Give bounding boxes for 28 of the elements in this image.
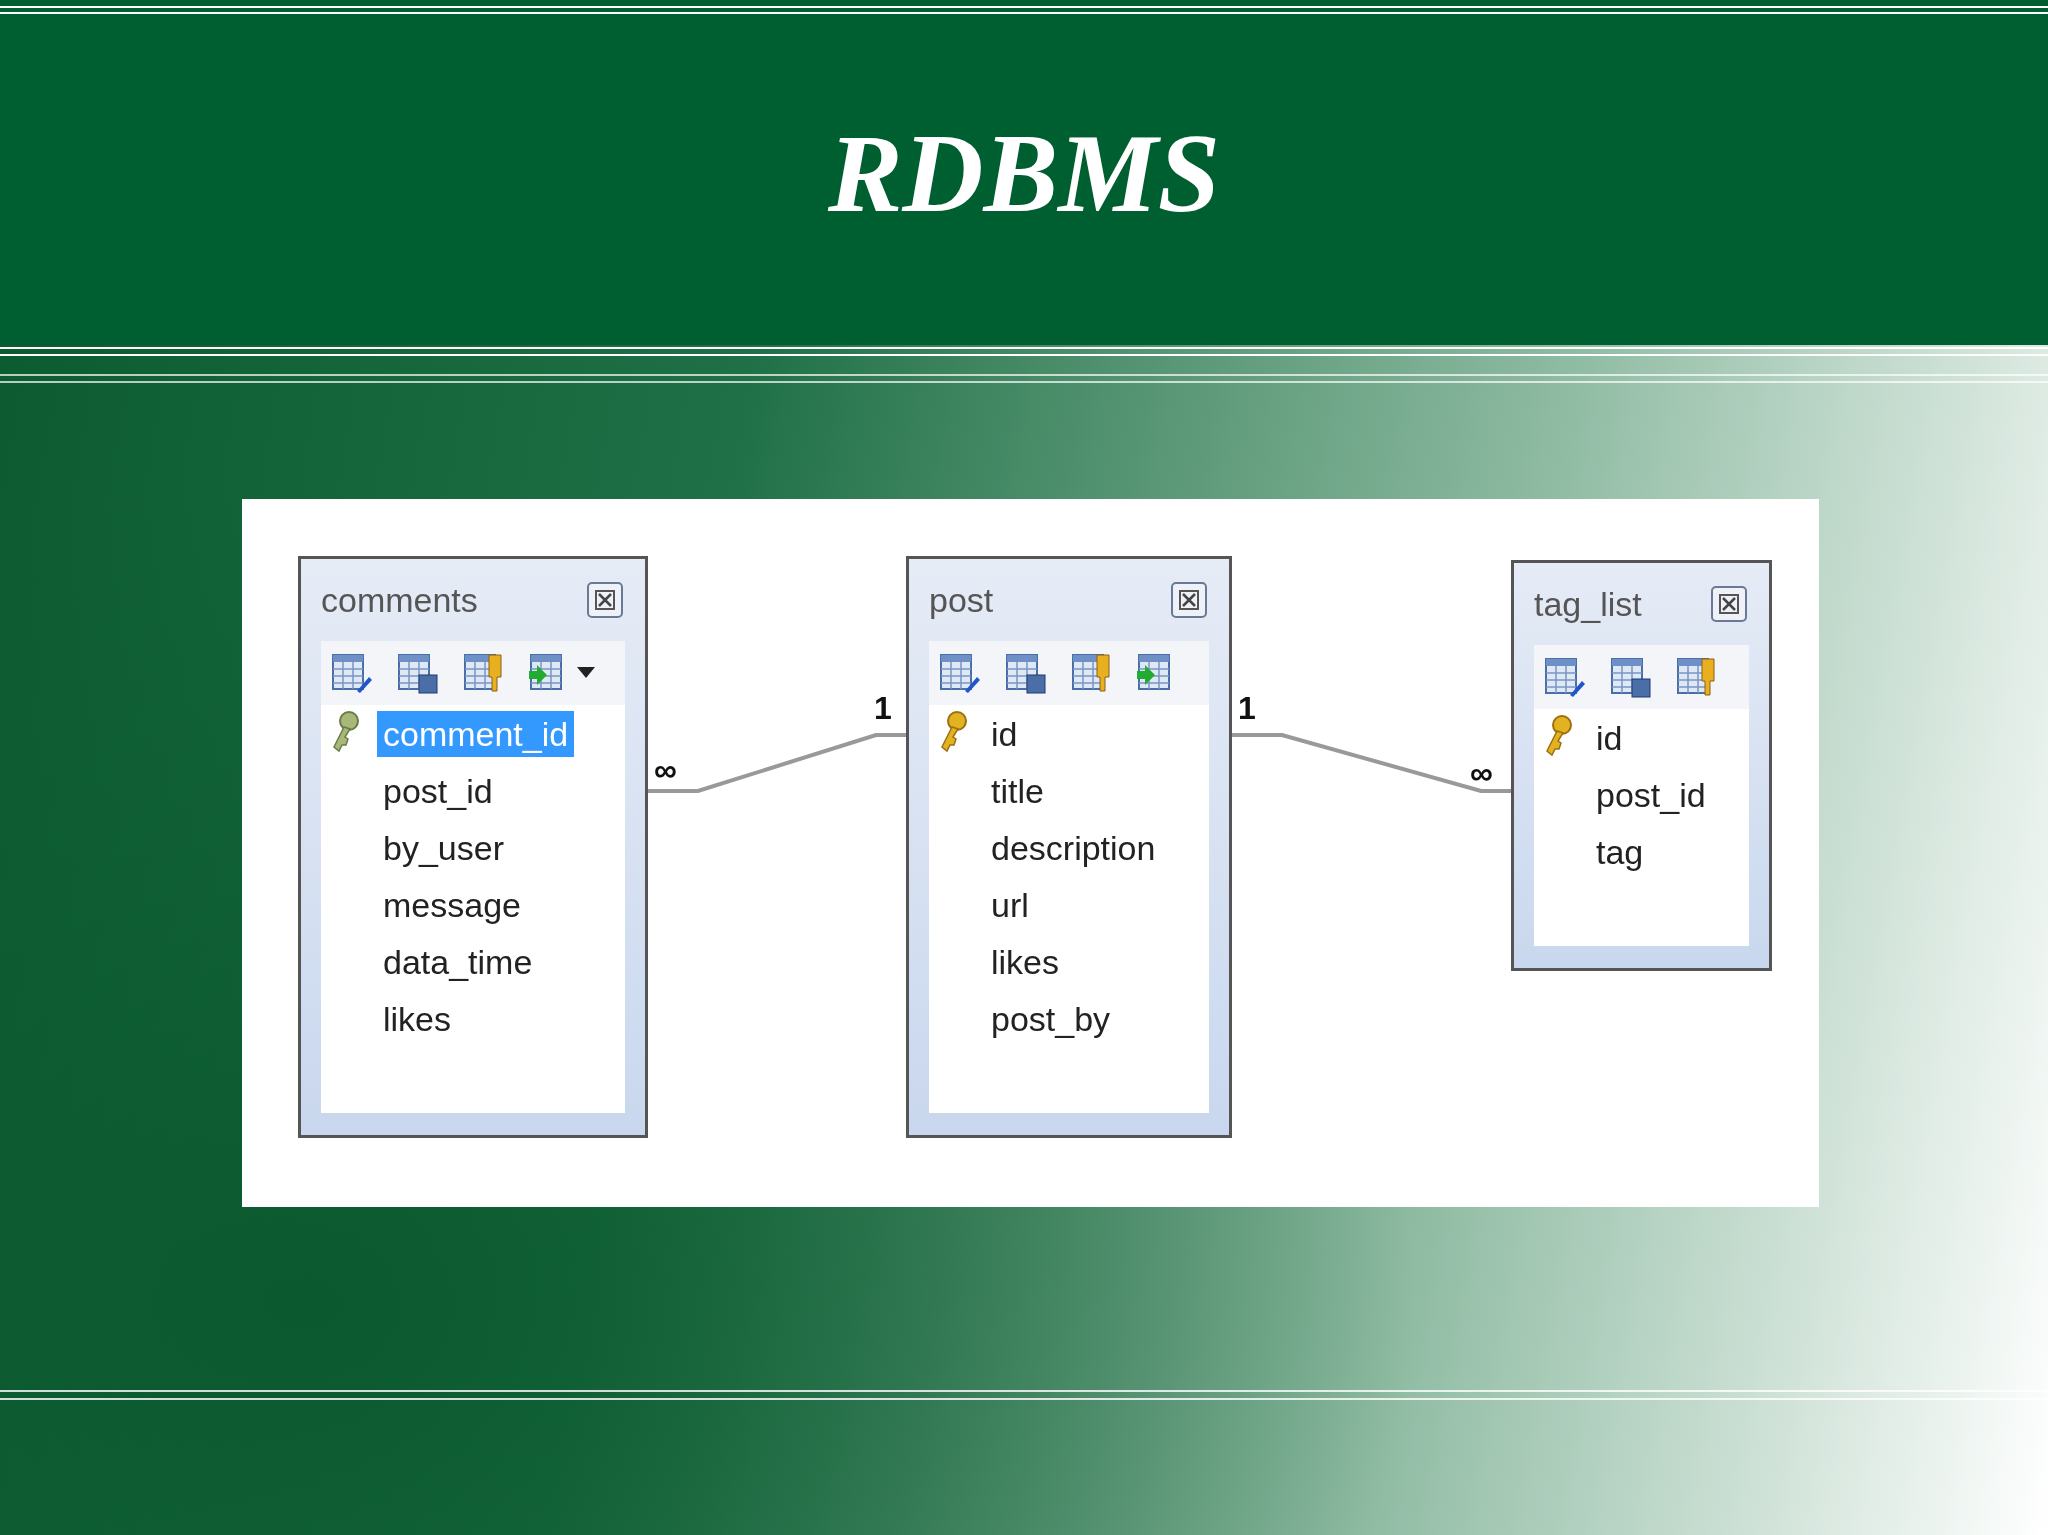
field-name: title (991, 773, 1044, 808)
field-name: data_time (383, 944, 533, 979)
table-window (906, 556, 1232, 1138)
primary-key-field: id (1596, 720, 1623, 755)
table-name: comments (321, 579, 478, 621)
field-name: post_id (1596, 777, 1706, 812)
relationship-line (1232, 733, 1511, 793)
field-name: url (991, 887, 1029, 922)
field-name: likes (383, 1001, 452, 1036)
cardinality-label: 1 (1238, 692, 1256, 724)
table-name: post (929, 579, 994, 621)
field-name: description (991, 830, 1156, 865)
field-name: likes (991, 944, 1060, 979)
field-name: by_user (383, 830, 504, 865)
cardinality-label: 1 (874, 692, 892, 724)
relationship-line (648, 733, 906, 793)
field-name: post_by (991, 1001, 1111, 1036)
primary-key-field: comment_id (377, 710, 575, 757)
table-window (298, 556, 648, 1138)
cardinality-label: ∞ (1470, 757, 1493, 789)
primary-key-field: id (991, 716, 1018, 751)
table-name: tag_list (1534, 583, 1642, 625)
field-name: post_id (383, 773, 493, 808)
table-window (1511, 560, 1772, 971)
slide-title: RDBMS (827, 109, 1221, 237)
field-name: tag (1596, 834, 1644, 869)
cardinality-label: ∞ (654, 754, 677, 786)
field-name: message (383, 887, 521, 922)
